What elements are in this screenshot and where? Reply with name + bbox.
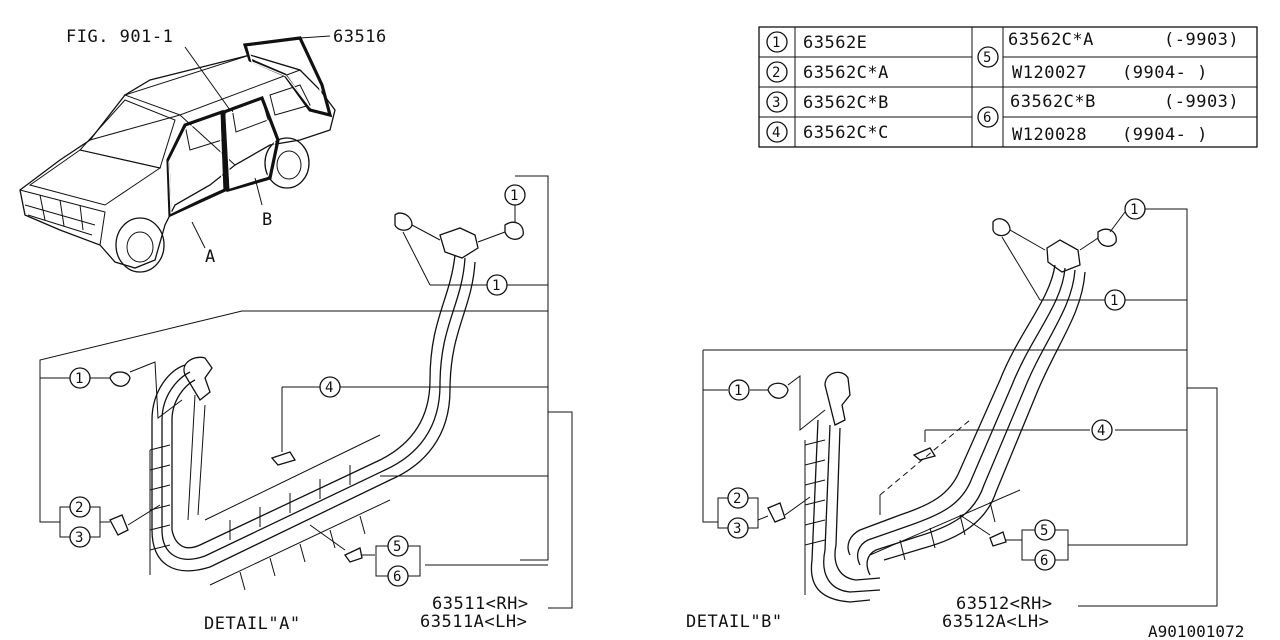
car-illustration <box>19 35 336 273</box>
detail-a-callout-2: 2 <box>75 500 83 516</box>
detail-b-callout-4: 4 <box>1097 423 1105 439</box>
legend-part-6b: W120028 <box>1012 125 1087 145</box>
legend-part-5b: W120027 <box>1012 63 1087 83</box>
detail-a-callout-1-mid: 1 <box>492 278 500 294</box>
legend-num-3: 3 <box>772 95 780 111</box>
detail-b-callout-6: 6 <box>1040 553 1048 569</box>
detail-a-callout-1-top: 1 <box>510 188 518 204</box>
detail-a-callout-4: 4 <box>325 380 333 396</box>
car-label-b: B <box>262 210 273 230</box>
detail-a-part-lh: 63511A<LH> <box>420 612 527 632</box>
legend-table <box>758 26 1258 148</box>
part-number-63516: 63516 <box>333 27 387 47</box>
detail-b-callout-1-left: 1 <box>734 383 742 399</box>
legend-range-5a: (-9903) <box>1164 30 1239 50</box>
detail-b-title: DETAIL"B" <box>686 612 783 632</box>
legend-num-2: 2 <box>772 65 780 81</box>
detail-b-callout-5: 5 <box>1040 523 1048 539</box>
legend-num-6: 6 <box>983 110 991 126</box>
legend-num-4: 4 <box>772 125 780 141</box>
legend-part-6a: 63562C*B <box>1010 92 1096 112</box>
detail-b-drawing <box>702 198 1218 607</box>
legend-part-4: 63562C*C <box>803 123 889 143</box>
legend-num-5: 5 <box>983 50 991 66</box>
legend-num-1: 1 <box>772 35 780 51</box>
detail-b-callout-1-mid: 1 <box>1110 293 1118 309</box>
legend-range-5b: (9904- ) <box>1122 63 1208 83</box>
detail-a-part-rh: 63511<RH> <box>432 594 529 614</box>
legend-range-6b: (9904- ) <box>1122 125 1208 145</box>
figure-ref: FIG. 901-1 <box>66 27 173 47</box>
detail-a-callout-6: 6 <box>393 569 401 585</box>
detail-b-part-rh: 63512<RH> <box>956 594 1053 614</box>
detail-b-callout-3: 3 <box>733 521 741 537</box>
legend-part-1: 63562E <box>803 33 867 53</box>
detail-a-title: DETAIL"A" <box>204 614 301 634</box>
detail-b-callout-1-top: 1 <box>1130 202 1138 218</box>
diagram-id: A901001072 <box>1148 622 1244 640</box>
legend-part-5a: 63562C*A <box>1008 30 1094 50</box>
legend-range-6a: (-9903) <box>1164 92 1239 112</box>
detail-a-callout-5: 5 <box>393 539 401 555</box>
detail-a-drawing <box>39 175 573 609</box>
detail-b-part-lh: 63512A<LH> <box>942 612 1049 632</box>
legend-part-2: 63562C*A <box>803 63 889 83</box>
car-label-a: A <box>205 247 216 267</box>
detail-a-callout-1-left: 1 <box>75 371 83 387</box>
detail-b-callout-2: 2 <box>733 491 741 507</box>
legend-part-3: 63562C*B <box>803 93 889 113</box>
detail-a-callout-3: 3 <box>75 530 83 546</box>
